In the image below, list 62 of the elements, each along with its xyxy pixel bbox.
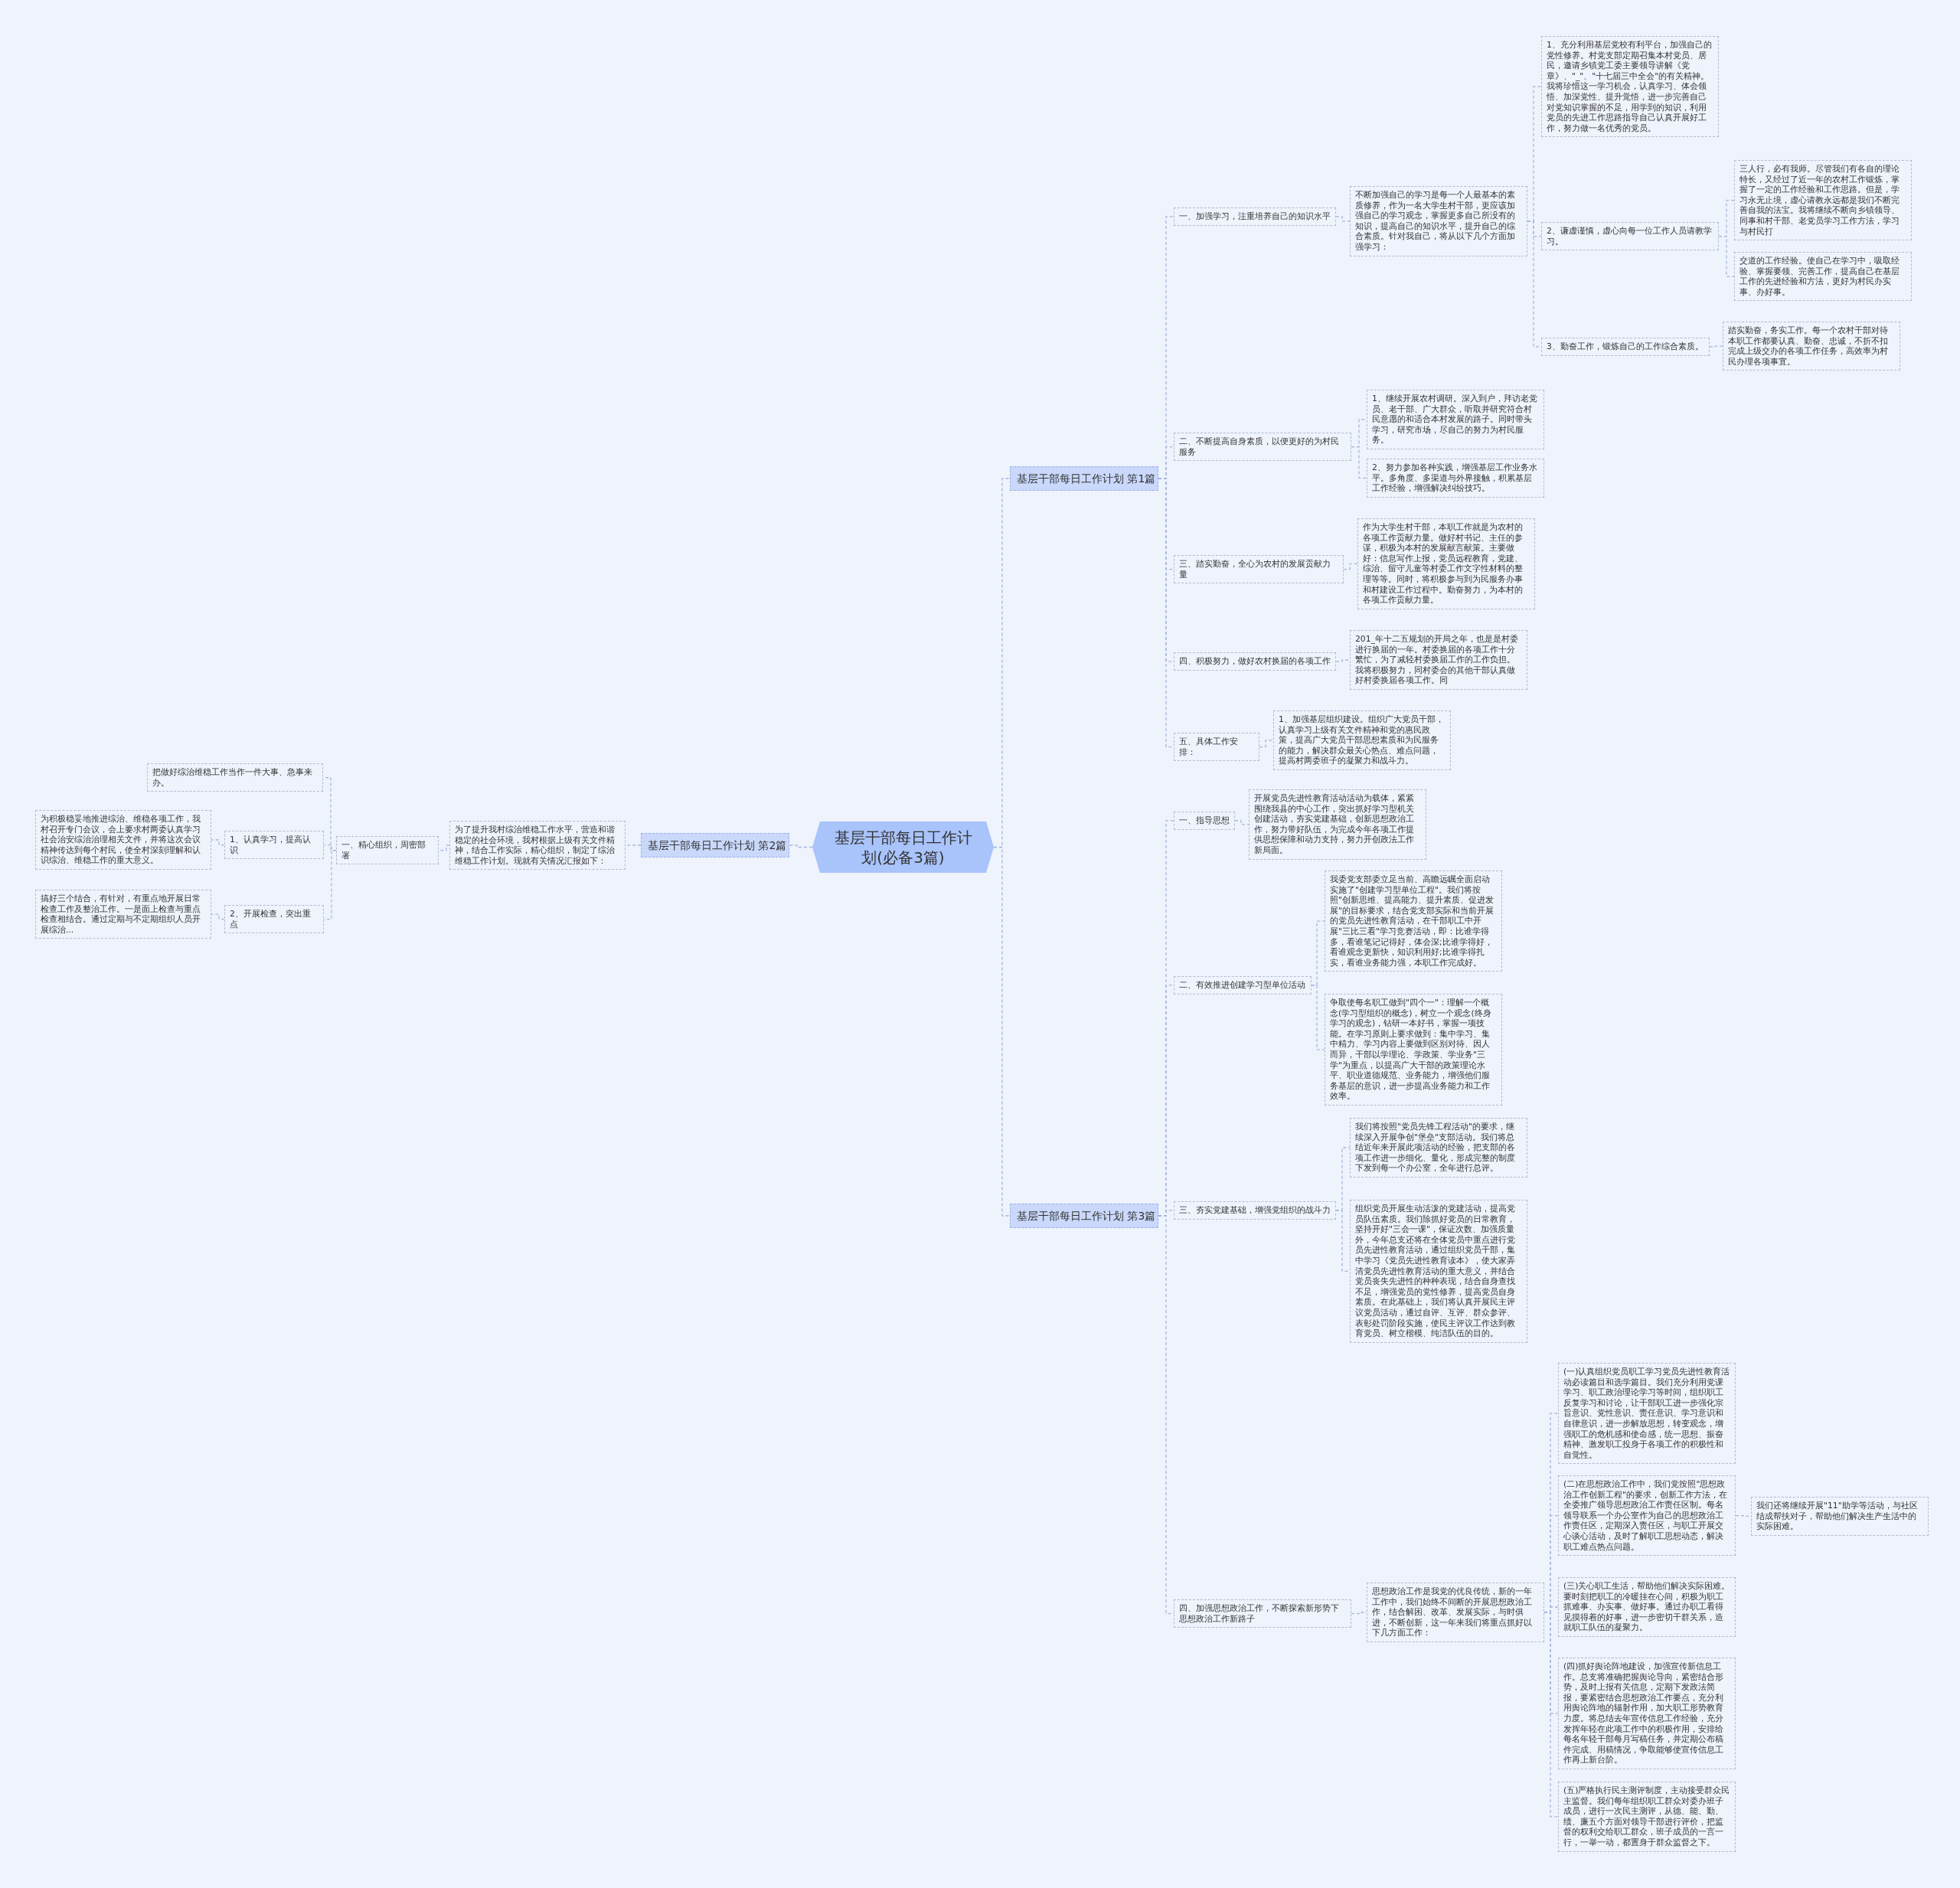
topic-box: 1、继续开展农村调研。深入到户，拜访老党员、老干部、广大群众，听取并研究符合村民意愿的和适合本村发展的路子。同时带头学习，研究市场，尽自己的努力为村民服务。	[1367, 390, 1544, 449]
topic-box: 四、加强思想政治工作，不断探索新形势下思想政治工作新路子	[1174, 1599, 1351, 1628]
topic-box: 为了提升我村综治维稳工作水平，营造和谐稳定的社会环境，我村根据上级有关文件精神，结合工作实际，精心组织，制定了综治维稳工作计划。现就有关情况汇报如下：	[449, 821, 626, 871]
topic-box: 1、加强基层组织建设。组织广大党员干部，认真学习上级有关文件精神和党的惠民政策，提高广大党员干部思想素质和为民服务的能力，解决群众最关心热点、难点问题，提高村两委班子的凝聚力和战斗力。	[1273, 710, 1451, 770]
topic-box: 交道的工作经验。使自己在学习中，吸取经验、掌握要领、完善工作，提高自己在基层工作的先进经验和方法，更好为村民办实事、办好事。	[1734, 252, 1912, 302]
topic-box: 思想政治工作是我党的优良传统，新的一年工作中，我们始终不间断的开展思想政治工作，结合解困、改革、发展实际，与时俱进，不断创新，这一年来我们将重点抓好以下几方面工作：	[1367, 1583, 1544, 1642]
topic-box: 踏实勤奋，务实工作。每一个农村干部对待本职工作都要认真、勤奋、忠诚，不折不扣完成上级交办的各项工作任务，高效率为村民办理各项事宜。	[1723, 322, 1900, 371]
connector-line	[438, 844, 450, 851]
topic-box: 三、踏实勤奋，全心为农村的发展贡献力量	[1174, 555, 1344, 584]
connector-line	[1259, 740, 1274, 748]
topic-box: (二)在思想政治工作中，我们党按照"思想政治工作创新工程"的要求，创新工作方法，在全委推广领导思想政治工作责任区制。每名领导联系一个办公室作为自己的思想政治工作责任区，定期深入责任区，与职工开展交心谈心活动，及时了解职工思想动态，解决职工难点热点问题。	[1558, 1475, 1736, 1556]
branch-topic-box: 基层干部每日工作计划 第2篇	[641, 833, 789, 857]
topic-box: 为积极稳妥地推进综治、维稳各项工作，我村召开专门会议，会上要求村两委认真学习社会治安综治治理相关文件，并将这次会议精神传达到每个村民，使全村深刻理解和认识综治、维稳工作的重大意义。	[35, 810, 211, 870]
topic-box: 一、加强学习，注重培养自己的知识水平	[1174, 207, 1336, 226]
topic-box: 一、指导思想	[1174, 812, 1235, 830]
topic-box: (三)关心职工生活，帮助他们解决实际困难。要时刻把职工的冷暖挂在心间，积极为职工抓难事、办实事、做好事。通过办职工看得见摸得着的好事，进一步密切干群关系，造就职工队伍的凝聚力。	[1558, 1577, 1736, 1637]
central-topic-hexagon: 基层干部每日工作计划(必备3篇)	[812, 822, 994, 873]
topic-box: 我委党支部委立足当前、高瞻远瞩全面启动实施了"创建学习型单位工程"。我们将按照"创新思维、提高能力、提升素质、促进发展"的目标要求，结合党支部实际和当前开展的党员先进性教育活动，在干部职工中开展"三比三看"学习竞赛活动，即：比谁学得多，看谁笔记记得好，体会深;比谁学得好，看谁观念更新快，知识利用好;比谁学得扎实，看谁业务能力强，本职工作完成好。	[1325, 871, 1502, 972]
topic-box: 把做好综治维稳工作当作一件大事、急事来办。	[147, 763, 323, 792]
connector-line	[1709, 345, 1723, 348]
topic-box: 三、夯实党建基础，增强党组织的战斗力	[1174, 1201, 1336, 1220]
topic-box: 201_年十二五规划的开局之年，也是是村委进行换届的一年。村委换届的各项工作十分繁忙，为了减轻村委换届工作的工作负担。我将积极努力，同村委会的其他干部认真做好村委换届各项工作。同	[1350, 630, 1527, 690]
branch-topic-box: 基层干部每日工作计划 第1篇	[1010, 466, 1158, 491]
topic-box: 三人行，必有我师。尽管我们有各自的理论特长，又经过了近一年的农村工作锻炼，掌握了一定的工作经验和工作思路。但是，学习永无止境，虚心请教永远都是我们不断完善自我的法宝。我将继续不断向乡镇领导、同事和村干部、老党员学习工作方法，学习与村民打	[1734, 160, 1912, 241]
connector-line	[993, 846, 1011, 1217]
topic-box: (五)严格执行民主测评制度，主动接受群众民主监督。我们每年组织职工群众对委办班子成员，进行一次民主测评，从德、能、勤、绩、廉五个方面对领导干部进行评价，把监督的权利交给职工群众，班子成员的一言一行，一举一动，都置身于群众监督之下。	[1558, 1782, 1736, 1852]
topic-box: 二、不断提高自身素质，以便更好的为村民服务	[1174, 433, 1351, 462]
connector-line	[1351, 446, 1367, 479]
connector-line	[789, 844, 813, 848]
connector-line	[211, 839, 225, 846]
connector-line	[1718, 235, 1735, 277]
topic-box: 不断加强自己的学习是每一个人最基本的素质修养，作为一名大学生村干部，更应该加强自己的学习观念，掌握更多自己所没有的知识，提高自己的知识水平，提升自己的综合素质。针对我自己，将从以下几个方面加强学习：	[1350, 186, 1527, 256]
connector-line	[1544, 1612, 1559, 1818]
connector-line	[625, 844, 642, 846]
topic-box: 1、充分利用基层党校有利平台，加强自己的党性修养。村党支部定期召集本村党员、居民，邀请乡镇党工委主要领导讲解《党章》、"_"、"十七届三中全会"的有关精神。我将珍惜这一学习机会，认真学习、体会领悟、加深党性、提升觉悟，进一步完善自己对党知识掌握的不足，用学到的知识，利用党员的先进工作思路指导自己认真开展好工作，努力做一名优秀的党员。	[1541, 36, 1719, 138]
connector-line	[1335, 659, 1351, 662]
topic-box: 3、勤奋工作，锻炼自己的工作综合素质。	[1541, 338, 1710, 356]
topic-box: (四)抓好舆论阵地建设，加强宣传新信息工作。总支将准确把握舆论导向，紧密结合形势，及时上报有关信息，定期下发政法简报，要紧密结合思想政治工作要点，充分利用舆论阵地的辐射作用，加大职工形势教育力度。将总结去年宣传信息工作经验，充分发挥年轻在此项工作中的积极作用，安排给每名年轻干部每月写稿任务，并定期公布稿件完成、用稿情况，争取能够使宣传信息工作再上新台阶。	[1558, 1658, 1736, 1769]
topic-box: 一、精心组织，周密部署	[336, 836, 439, 865]
topic-box: 2、开展检查，突出重点	[224, 905, 324, 934]
topic-box: (一)认真组织党员职工学习党员先进性教育活动必读篇目和选学篇目。我们充分利用党课学习、职工政治理论学习等时间，组织职工反复学习和讨论，让干部职工进一步强化宗旨意识、党性意识、责任意识、学习意识和自律意识，进一步解放思想，转变观念，增强职工的危机感和使命感，统一思想、振奋精神、激发职工投身于各项工作的积极性和自觉性。	[1558, 1363, 1736, 1465]
topic-box: 2、努力参加各种实践，增强基层工作业务水平。多角度、多渠道与外界接触，积累基层工作经验，增强解决纠纷技巧。	[1367, 459, 1544, 498]
topic-box: 组织党员开展生动活泼的党建活动，提高党员队伍素质。我们除抓好党员的日常教育，坚持开好"三会一课"，保证次数、加强质量外，今年总支还将在全体党员中重点进行党员先进性教育活动，通过组织党员干部，集中学习《党员先进性教育读本》，使大家弄清党员先进性教育活动的重大意义，并结合党员丧失先进性的种种表现，结合自身查找不足，增强党员的党性修养，提高党员自身素质。在此基础上，我们将认真开展民主评议党员活动，通过自评、互评、群众参评、表彰处罚阶段实施，使民主评议工作达到教育党员、树立楷模、纯洁队伍的目的。	[1350, 1200, 1527, 1343]
connector-line	[1234, 820, 1250, 825]
topic-box: 四、积极努力，做好农村换届的各项工作	[1174, 652, 1336, 671]
topic-box: 搞好三个结合，有针对，有重点地开展日常检查工作及整治工作。一是面上检查与重点检查相结合。通过定期与不定期组织人员开展综治...	[35, 890, 211, 939]
connector-line	[1351, 1612, 1367, 1615]
topic-box: 我们将按照"党员先锋工程活动"的要求，继续深入开展争创"堡垒"支部活动。我们将总结近年来开展此项活动的经验，把支部的各项工作进一步细化、量化，形成完整的制度下发到每一个办公室，全年进行总评。	[1350, 1118, 1527, 1178]
topic-box: 我们还将继续开展"11"助学等活动，与社区结成帮扶对子，帮助他们解决生产生活中的实际困难。	[1751, 1497, 1929, 1536]
topic-box: 1、认真学习，提高认识	[224, 831, 324, 860]
topic-box: 争取使每名职工做到"四个一"：理解一个概念(学习型组织的概念)，树立一个观念(终身学习的观念)，钻研一本好书，掌握一项技能。在学习原则上要求做到：集中学习、集中精力、学习内容上要做到区别对待、因人而异，干部以学理论、学政策、学业务"三学"为重点，以提高广大干部的政策理论水平、职业道德规范、业务能力，增强他们服务基层的意识，进一步提高业务能力和工作效率。	[1325, 994, 1502, 1106]
topic-box: 二、有效推进创建学习型单位活动	[1174, 976, 1312, 995]
topic-box: 开展党员先进性教育活动活动为载体，紧紧围绕我县的中心工作，突出抓好学习型机关创建活动，夯实党建基础，创新思想政治工作，努力带好队伍，为完成今年各项工作提供思想保障和动力支持，努力开创政法工作新局面。	[1249, 789, 1426, 860]
topic-box: 作为大学生村干部，本职工作就是为农村的各项工作贡献力量。做好村书记、主任的参谋，积极为本村的发展献言献策。主要做好：信息写作上报，党员远程教育，党建、综治、留守儿童等村委工作文字性材料的整理等等。同时，将积极参与到为民服务办事和村建设工作过程中。勤奋努力，为本村的各项工作贡献力量。	[1357, 518, 1535, 609]
connector-line	[1343, 563, 1358, 570]
connector-line	[1335, 216, 1351, 222]
connector-line	[211, 913, 225, 920]
connector-line	[323, 849, 337, 920]
topic-box: 五、具体工作安排：	[1174, 733, 1259, 762]
connector-line	[1311, 985, 1325, 1050]
branch-topic-box: 基层干部每日工作计划 第3篇	[1010, 1204, 1158, 1228]
topic-box: 2、谦虚谨慎，虚心向每一位工作人员请教学习。	[1541, 222, 1719, 251]
